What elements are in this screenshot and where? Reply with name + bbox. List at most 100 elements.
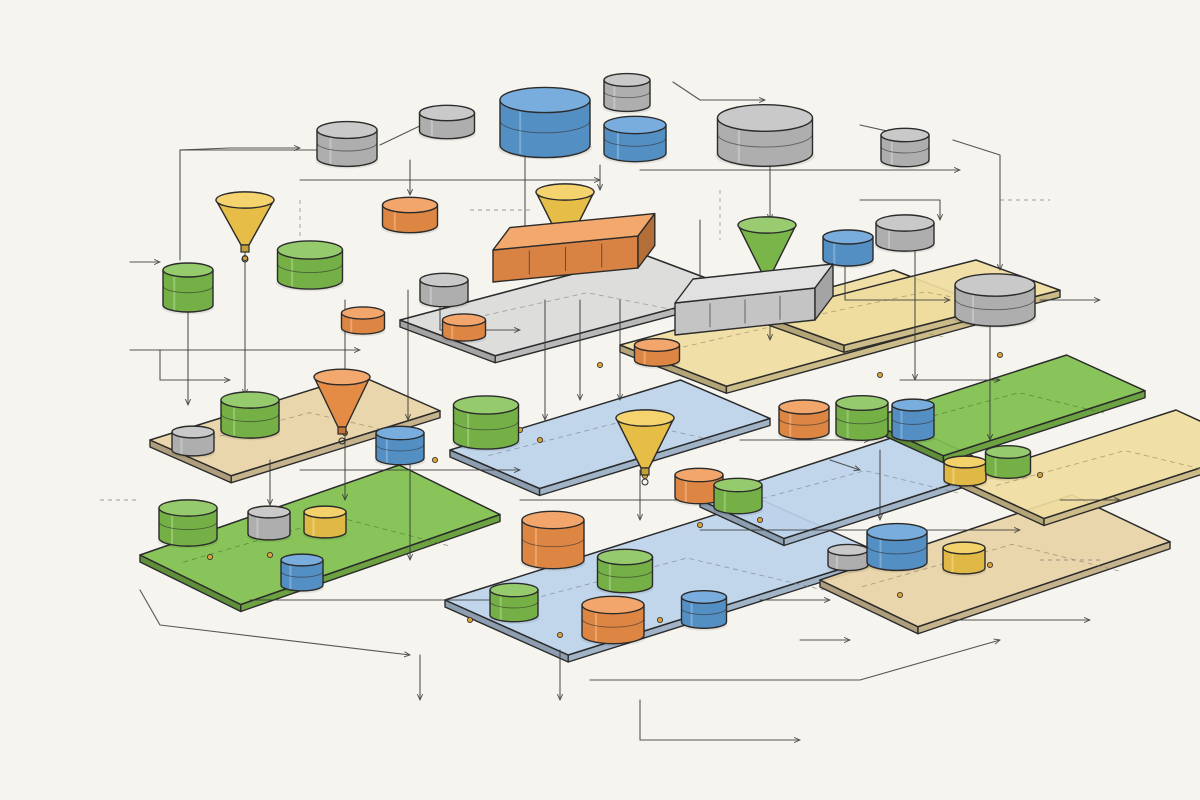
cylinder-top	[603, 72, 651, 88]
cylinder-body	[891, 404, 935, 442]
cylinder-band	[499, 120, 591, 134]
cylinder-green	[157, 499, 219, 549]
cylinder-top	[276, 240, 344, 260]
funnel-rim	[535, 183, 595, 201]
cylinder-body	[713, 484, 763, 515]
cylinder-top	[875, 214, 935, 232]
junction-dot	[697, 522, 704, 529]
cylinder-gray	[874, 214, 936, 254]
cylinder-orange	[673, 467, 725, 507]
cylinder-body	[375, 432, 425, 466]
cylinder-band	[280, 571, 324, 578]
cylinder-orange	[381, 196, 439, 235]
cylinder-body	[316, 129, 378, 168]
junction-dot	[997, 351, 1004, 358]
cylinder-top	[452, 395, 520, 415]
cylinder-top	[942, 541, 986, 555]
cylinder-top	[158, 499, 218, 517]
cylinder-body	[247, 511, 291, 541]
funnel-joint	[241, 255, 249, 263]
cylinder-body	[276, 249, 344, 290]
funnel-joint	[641, 478, 649, 486]
platform-guide	[898, 392, 1106, 426]
connector-line	[639, 699, 800, 740]
junction-dot	[266, 552, 273, 559]
funnel-f-top-left	[215, 191, 275, 263]
cylinder-band	[316, 142, 378, 152]
junction-dot	[557, 632, 564, 639]
cylinder-orange	[633, 338, 681, 369]
cylinder-yellow	[942, 455, 988, 489]
cylinder-band	[778, 418, 830, 426]
cylinder-gray	[879, 127, 931, 170]
platform-guide	[488, 420, 726, 456]
funnel-rim	[215, 191, 275, 209]
junction-dot	[897, 592, 904, 599]
cylinder-top	[171, 425, 215, 439]
cylinder-top	[303, 505, 347, 519]
cylinder-body	[158, 507, 218, 547]
server-side	[814, 263, 834, 321]
platform-p-bottom-right	[819, 494, 1171, 635]
cylinder-band	[489, 601, 539, 609]
connector-line	[844, 261, 950, 300]
cylinder-gray	[827, 543, 869, 574]
cylinder-band	[581, 618, 645, 628]
cylinder-body	[778, 406, 830, 440]
cylinder-band	[375, 444, 425, 452]
server-s-gray	[674, 263, 834, 336]
cylinder-body	[419, 279, 469, 308]
cylinder-top	[247, 505, 291, 519]
cylinder-top	[521, 510, 585, 530]
cylinder-top	[778, 399, 830, 415]
funnel-spout	[337, 426, 347, 435]
cylinder-band	[220, 413, 280, 423]
cylinder-band	[954, 298, 1036, 311]
cylinder-top	[891, 398, 935, 412]
cylinder-body	[596, 556, 654, 594]
cylinder-green	[712, 477, 764, 517]
cylinder-body	[303, 511, 347, 539]
cylinder-yellow	[302, 505, 348, 541]
cylinder-band	[681, 608, 727, 615]
cylinder-body	[489, 589, 539, 623]
cylinder-band	[277, 263, 343, 274]
cylinder-orange	[777, 399, 831, 442]
cylinder-green	[596, 548, 654, 595]
cylinder-orange	[580, 595, 646, 646]
cylinder-green	[834, 395, 890, 443]
cylinder-band	[603, 137, 667, 147]
cylinder-gray	[602, 72, 652, 114]
cylinder-yellow	[941, 541, 987, 577]
cylinder-body	[822, 236, 874, 267]
cylinder-top	[713, 477, 763, 493]
cylinder-body	[866, 531, 928, 572]
cylinder-top	[984, 445, 1032, 460]
cylinder-blue	[279, 553, 325, 594]
cylinder-top	[381, 196, 439, 214]
cylinder-body	[280, 559, 324, 592]
connector-line	[952, 139, 1000, 270]
connector-line	[859, 199, 940, 220]
platform-guide	[440, 292, 693, 326]
cylinder-gray	[715, 103, 815, 168]
cylinder-band	[866, 545, 928, 555]
junction-dot	[431, 456, 438, 463]
cylinder-blue	[865, 522, 929, 573]
junction-dot	[537, 436, 544, 443]
cylinder-body	[171, 431, 215, 457]
cylinder-green	[488, 582, 540, 625]
junction-dot	[877, 371, 884, 378]
funnel-spout	[240, 244, 250, 253]
cylinder-body	[521, 519, 585, 570]
platform-top	[864, 354, 1146, 457]
connector-line	[589, 640, 1000, 681]
junction-dot	[206, 554, 213, 561]
cylinder-blue	[497, 86, 593, 160]
cylinder-gray	[315, 120, 379, 169]
cylinder-top	[835, 395, 889, 411]
cylinder-top	[419, 272, 469, 288]
cylinder-top	[716, 103, 814, 132]
